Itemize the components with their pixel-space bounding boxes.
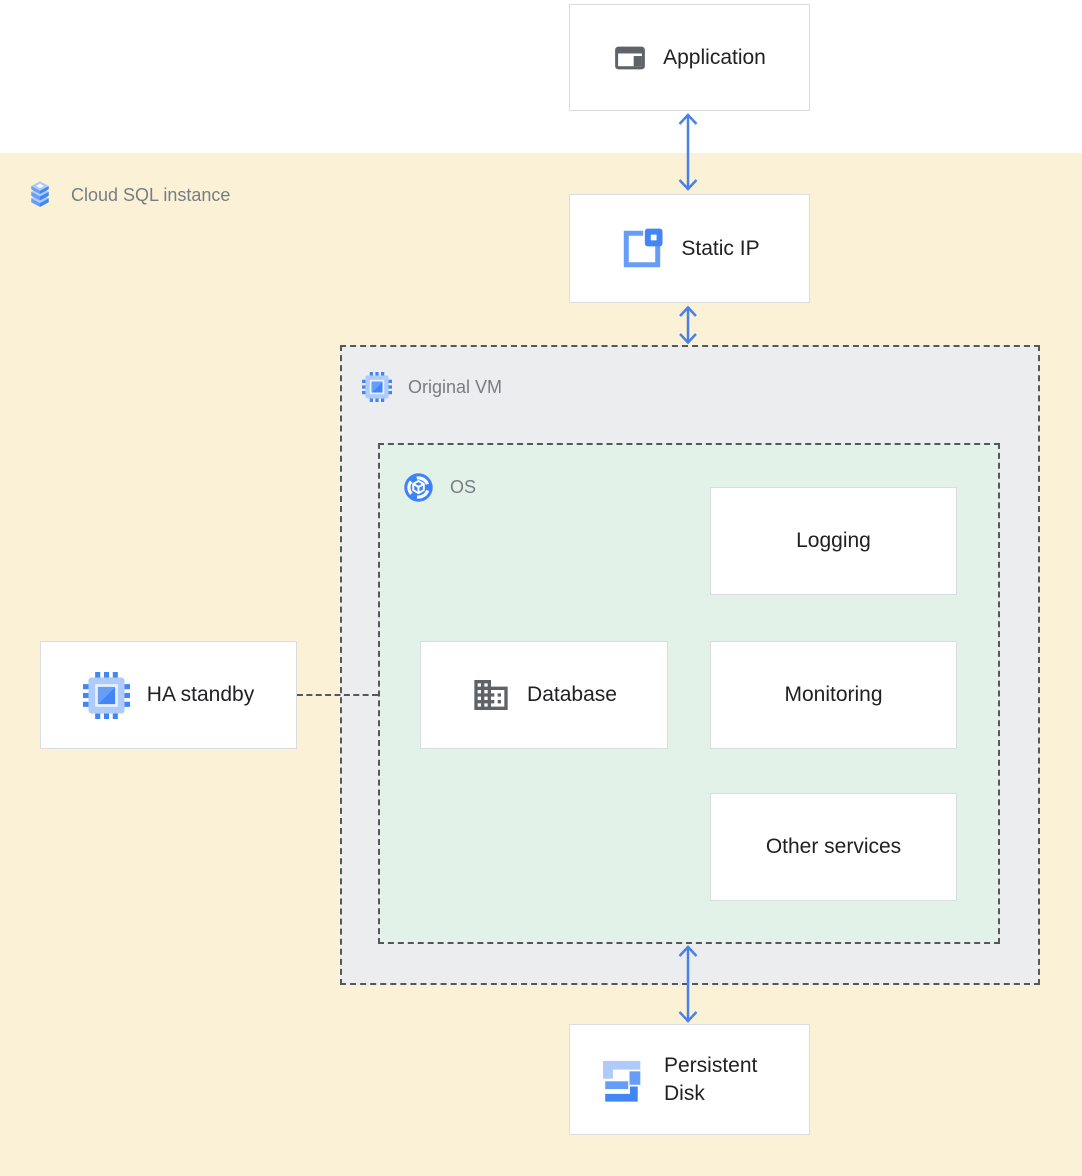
- application-label: Application: [663, 45, 766, 69]
- persistent-disk-label: Persistent Disk: [664, 1053, 758, 1105]
- arrow-staticip-vm: [679, 305, 697, 345]
- compute-engine-icon: [362, 372, 392, 402]
- original-vm-label-row: Original VM: [362, 372, 502, 402]
- os-cube-icon: [404, 473, 433, 502]
- cloud-sql-region-label: Cloud SQL instance: [25, 180, 230, 210]
- os-label: OS: [450, 477, 477, 497]
- node-static-ip: Static IP: [569, 194, 810, 303]
- arrow-os-disk: [678, 945, 698, 1023]
- static-ip-icon: [624, 228, 663, 267]
- static-ip-label: Static IP: [681, 236, 760, 260]
- cloud-sql-icon: [31, 181, 49, 207]
- node-logging: Logging: [710, 487, 957, 595]
- node-other-services: Other services: [710, 793, 957, 901]
- database-label: Database: [527, 683, 617, 706]
- node-application: Application: [569, 4, 810, 111]
- node-database: Database: [420, 641, 668, 749]
- persistent-disk-icon: [603, 1060, 641, 1102]
- original-vm-label: Original VM: [408, 376, 503, 397]
- compute-engine-icon: [82, 671, 130, 719]
- node-ha-standby: HA standby: [40, 641, 297, 749]
- node-persistent-disk: Persistent Disk: [569, 1024, 810, 1135]
- top-white-band: [0, 0, 1082, 153]
- node-monitoring: Monitoring: [710, 641, 957, 749]
- cloud-sql-region-text: Cloud SQL instance: [71, 184, 231, 205]
- arrow-application-staticip: [678, 113, 698, 191]
- logging-label: Logging: [796, 529, 871, 552]
- building-database-icon: [474, 680, 508, 710]
- ha-standby-label: HA standby: [146, 683, 255, 706]
- application-window-icon: [615, 46, 645, 69]
- monitoring-label: Monitoring: [784, 683, 883, 706]
- other-services-label: Other services: [765, 835, 902, 858]
- connector-hastandby-vm: [297, 694, 378, 696]
- os-label-row: OS: [403, 472, 476, 503]
